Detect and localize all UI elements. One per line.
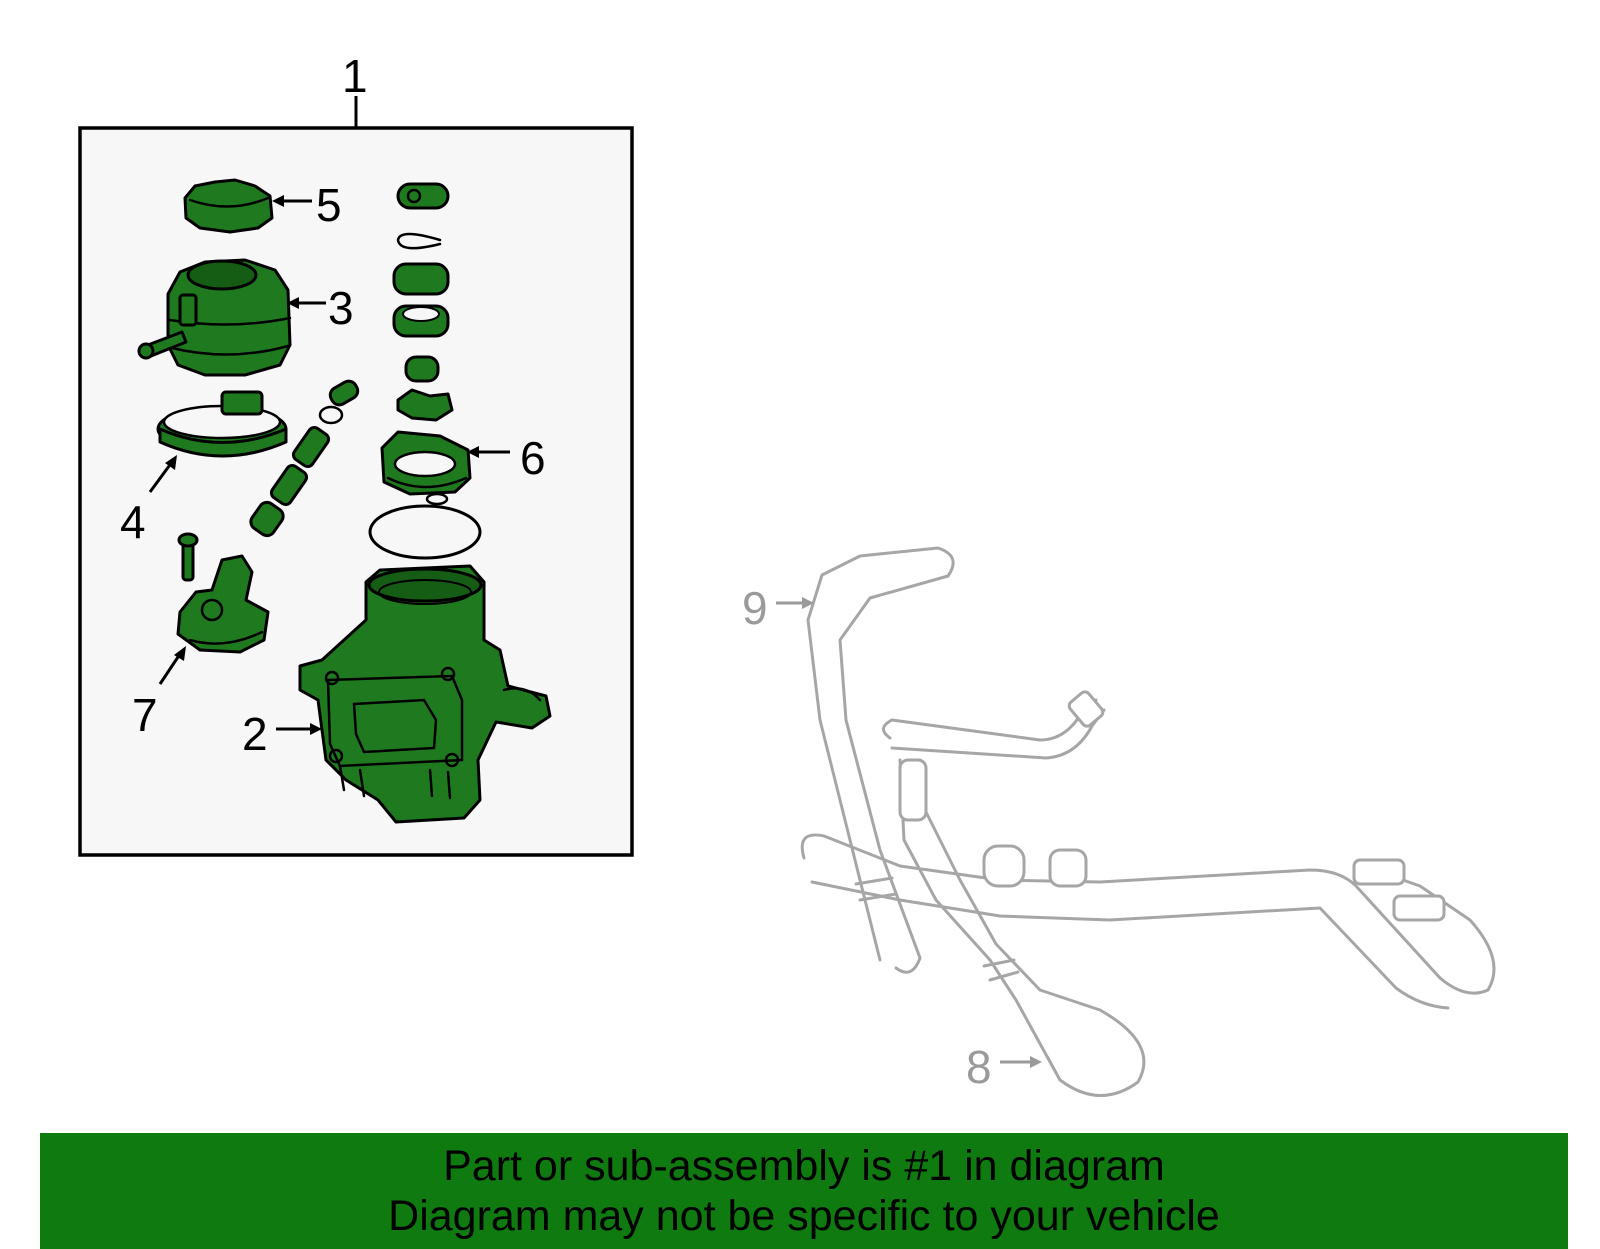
o-ring[interactable]: [368, 504, 482, 560]
callout-6[interactable]: 6: [520, 432, 546, 484]
part-6-fitting[interactable]: [380, 430, 472, 506]
callout-9[interactable]: 9: [742, 582, 768, 634]
callout-1[interactable]: 1: [342, 50, 368, 102]
leader-4: [148, 461, 174, 493]
part-3-reservoir[interactable]: [137, 258, 292, 377]
arrow-8: [1030, 1056, 1042, 1068]
callout-3[interactable]: 3: [328, 282, 354, 334]
stack-parts[interactable]: [392, 182, 454, 422]
callout-2[interactable]: 2: [242, 708, 268, 760]
arrow-6: [467, 446, 479, 458]
callout-4[interactable]: 4: [120, 496, 146, 548]
arrow-3: [287, 297, 299, 309]
callout-8[interactable]: 8: [966, 1041, 992, 1093]
hose-8[interactable]: [800, 690, 1496, 1097]
part-5-cap[interactable]: [183, 178, 274, 234]
arrow-9: [802, 597, 814, 609]
arrow-2: [310, 723, 322, 735]
part-7-valve[interactable]: [176, 532, 270, 654]
part-4-ring[interactable]: [156, 390, 288, 458]
arrow-4: [165, 455, 177, 470]
callout-5[interactable]: 5: [316, 179, 342, 231]
info-banner: Part or sub-assembly is #1 in diagram Di…: [40, 1133, 1568, 1249]
seals-and-spool[interactable]: [248, 378, 361, 539]
leader-7: [158, 653, 182, 685]
arrow-5: [272, 195, 284, 207]
banner-line-1: Part or sub-assembly is #1 in diagram: [443, 1142, 1165, 1190]
part-2-pump[interactable]: [298, 564, 552, 824]
arrow-7: [174, 646, 186, 661]
callout-7[interactable]: 7: [132, 689, 158, 741]
hose-9[interactable]: [806, 546, 955, 974]
banner-line-2: Diagram may not be specific to your vehi…: [388, 1192, 1220, 1240]
